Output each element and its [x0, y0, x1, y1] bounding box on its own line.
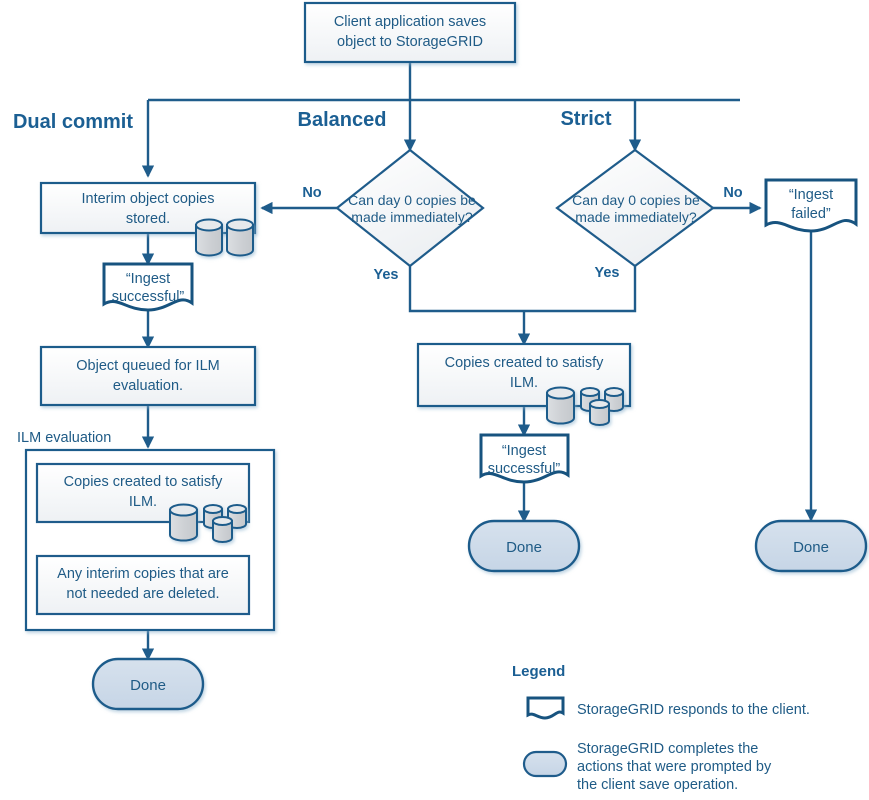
balanced-decision-line1: Can day 0 copies be	[348, 192, 476, 208]
legend: Legend StorageGRID responds to the clien…	[512, 663, 810, 793]
center-copies-line2: ILM.	[510, 375, 538, 391]
ilm-interim-deleted-line1: Any interim copies that are	[57, 566, 229, 582]
done-label-strict: Done	[793, 539, 829, 556]
balanced-yes-label: Yes	[374, 267, 399, 283]
done-node-strict: Done	[754, 519, 868, 573]
center-flag-line2: successful”	[488, 461, 561, 477]
dual-commit-ingest-successful-flag: “Ingest successful”	[102, 262, 194, 312]
legend-item-pill-line1: StorageGRID completes the	[577, 741, 758, 757]
object-queued-box: Object queued for ILM evaluation.	[39, 345, 257, 407]
done-label-dual-commit: Done	[130, 677, 166, 694]
legend-title: Legend	[512, 663, 565, 680]
start-box-line1: Client application saves	[334, 14, 486, 30]
legend-item-flag-text: StorageGRID responds to the client.	[577, 702, 810, 718]
storage-cylinder-cluster-icon-left	[169, 503, 247, 543]
legend-pill-icon	[522, 750, 568, 778]
storage-cylinder-pair-icon	[195, 218, 254, 257]
center-copies-line1: Copies created to satisfy	[445, 355, 605, 371]
ilm-copies-line1: Copies created to satisfy	[64, 474, 224, 490]
legend-flag-icon	[526, 696, 565, 720]
center-flag-line1: “Ingest	[502, 443, 546, 459]
dual-commit-flag-line1: “Ingest	[126, 271, 170, 287]
strict-decision-line1: Can day 0 copies be	[572, 192, 700, 208]
branch-label-balanced: Balanced	[298, 109, 387, 131]
start-box-line2: object to StorageGRID	[337, 34, 483, 50]
interim-copies-line1: Interim object copies	[82, 191, 215, 207]
balanced-decision-diamond: Can day 0 copies be made immediately?	[335, 148, 485, 268]
connector-balanced-yes	[408, 266, 524, 313]
ilm-interim-deleted-line2: not needed are deleted.	[66, 586, 219, 602]
done-node-center: Done	[467, 519, 581, 573]
object-queued-line1: Object queued for ILM	[76, 358, 219, 374]
done-node-dual-commit: Done	[91, 657, 205, 711]
object-queued-line2: evaluation.	[113, 378, 183, 394]
legend-item-flag: StorageGRID responds to the client.	[526, 696, 810, 720]
legend-item-pill-line3: the client save operation.	[577, 777, 738, 793]
done-label-center: Done	[506, 539, 542, 556]
ilm-evaluation-group-label: ILM evaluation	[17, 430, 111, 446]
ilm-interim-deleted-box: Any interim copies that are not needed a…	[35, 554, 251, 616]
interim-copies-line2: stored.	[126, 211, 170, 227]
strict-decision-diamond: Can day 0 copies be made immediately?	[555, 148, 715, 268]
legend-item-pill: StorageGRID completes the actions that w…	[522, 741, 772, 793]
strict-yes-label: Yes	[595, 265, 620, 281]
balanced-no-label: No	[302, 185, 321, 201]
connector-lines	[141, 62, 818, 661]
balanced-decision-line2: made immediately?	[351, 209, 473, 225]
start-box: Client application saves object to Stora…	[303, 1, 517, 64]
branch-label-dual-commit: Dual commit	[13, 111, 133, 133]
storage-cylinder-cluster-icon-center	[546, 386, 624, 426]
ingest-failed-line2: failed”	[791, 206, 831, 222]
strict-no-label: No	[723, 185, 742, 201]
ingest-failed-line1: “Ingest	[789, 187, 833, 203]
legend-item-pill-line2: actions that were prompted by	[577, 759, 772, 775]
ilm-evaluation-group: Copies created to satisfy ILM.	[24, 448, 276, 632]
ingest-failed-flag: “Ingest failed”	[764, 178, 858, 233]
dual-commit-flag-line2: successful”	[112, 289, 185, 305]
interim-copies-box: Interim object copies stored.	[39, 181, 257, 235]
connector-strict-yes	[524, 266, 637, 313]
center-ingest-successful-flag: “Ingest successful”	[479, 433, 570, 484]
strict-decision-line2: made immediately?	[575, 209, 697, 225]
branch-label-strict: Strict	[560, 108, 611, 130]
ilm-copies-line2: ILM.	[129, 494, 157, 510]
